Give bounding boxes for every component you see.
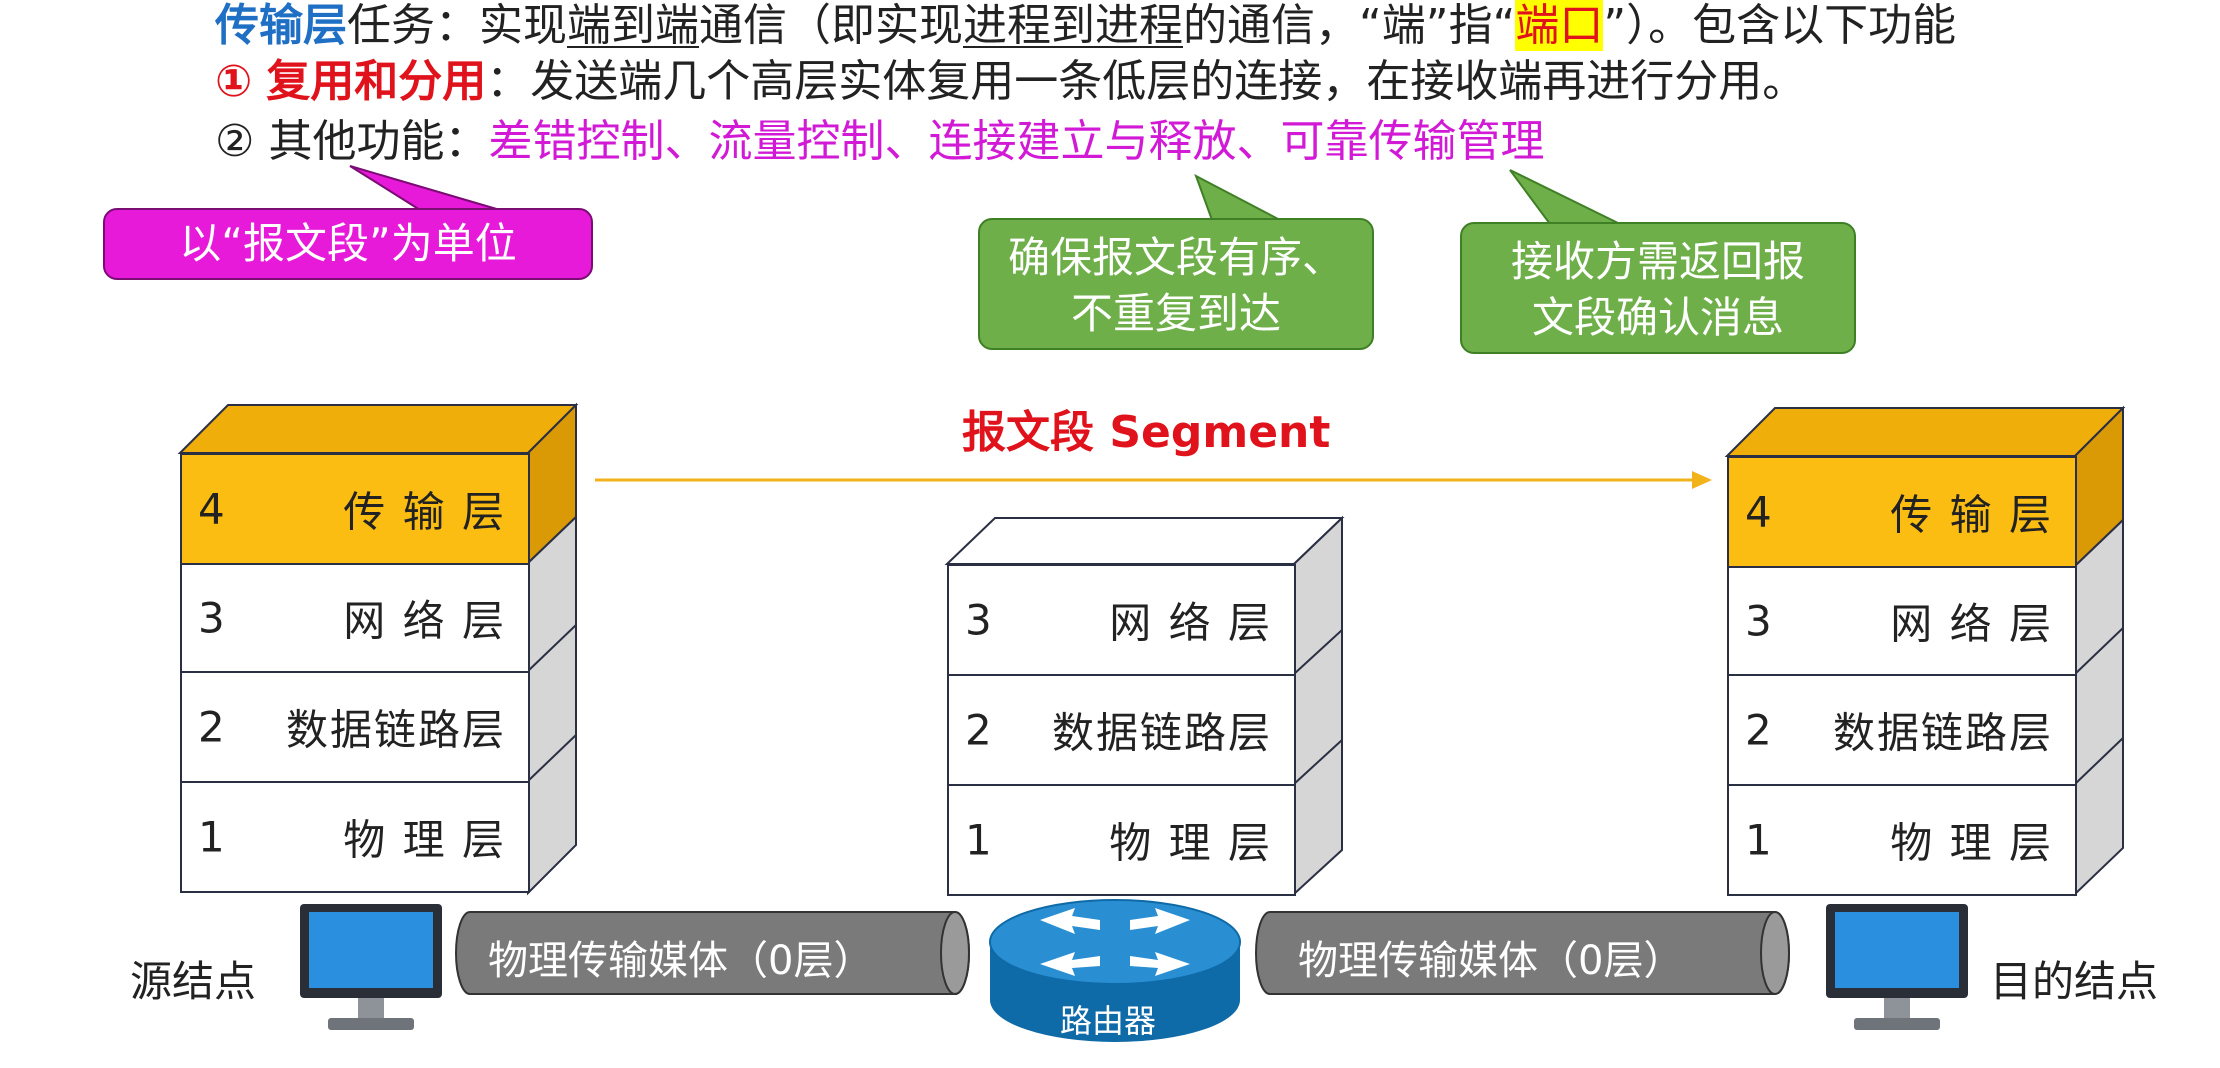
layer-name: 传 输 层 bbox=[343, 487, 506, 537]
layer-number: 3 bbox=[965, 595, 992, 645]
header-line-1: 传输层任务：实现端到端通信（即实现进程到进程的通信，“端”指“端口”）。包含以下… bbox=[215, 0, 1956, 52]
layer-number: 1 bbox=[965, 815, 992, 865]
layer-name: 网 络 层 bbox=[343, 596, 506, 646]
layer-number: 1 bbox=[198, 812, 225, 862]
right-media-tube bbox=[1255, 911, 1790, 995]
layer-number: 4 bbox=[1745, 487, 1772, 537]
layer-name: 数据链路层 bbox=[285, 705, 506, 755]
source-layer-4: 4 传 输 层 bbox=[180, 453, 530, 565]
task-text-4: ”）。包含以下功能 bbox=[1603, 0, 1957, 51]
layer-number: 4 bbox=[198, 484, 225, 534]
layer-number: 3 bbox=[1745, 596, 1772, 646]
layer-name: 网 络 层 bbox=[1890, 599, 2053, 649]
layer-name: 物 理 层 bbox=[1890, 818, 2053, 868]
other-functions-list: 差错控制、流量控制、连接建立与释放、可靠传输管理 bbox=[488, 116, 1545, 167]
dest-layer-2: 2 数据链路层 bbox=[1727, 674, 2077, 786]
source-layer-3: 3 网 络 层 bbox=[180, 563, 530, 673]
source-layer-1: 1 物 理 层 bbox=[180, 781, 530, 893]
layer-name: 数据链路层 bbox=[1051, 708, 1272, 758]
callout-ack: 接收方需返回报文段确认消息 bbox=[1460, 222, 1856, 354]
router-label: 路由器 bbox=[1060, 1002, 1157, 1040]
source-computer-icon bbox=[300, 904, 442, 1030]
layer-number: 2 bbox=[965, 705, 992, 755]
layer-name: 传 输 层 bbox=[1890, 490, 2053, 540]
layer-name: 物 理 层 bbox=[1109, 818, 1272, 868]
mux-demux-text: ：发送端几个高层实体复用一条低层的连接，在接收端再进行分用。 bbox=[486, 56, 1807, 107]
source-layer-2: 2 数据链路层 bbox=[180, 671, 530, 783]
router-layer-1: 1 物 理 层 bbox=[947, 784, 1296, 896]
left-media-label: 物理传输媒体（0层） bbox=[488, 938, 874, 984]
task-text-2: 通信（即实现 bbox=[699, 0, 963, 51]
router-layer-2: 2 数据链路层 bbox=[947, 674, 1296, 786]
mux-demux-title: 复用和分用 bbox=[266, 56, 487, 107]
left-media-tube bbox=[455, 911, 970, 995]
callout-ordered-line1: 确保报文段有序、 bbox=[1007, 233, 1344, 282]
layer-number: 3 bbox=[198, 593, 225, 643]
dest-computer-icon bbox=[1826, 904, 1968, 1030]
layer-number: 2 bbox=[198, 702, 225, 752]
port-term: 端口 bbox=[1515, 0, 1604, 51]
dest-layer-3: 3 网 络 层 bbox=[1727, 566, 2077, 676]
right-media-label: 物理传输媒体（0层） bbox=[1298, 938, 1684, 984]
item-2-number: ② bbox=[215, 116, 255, 167]
layer-number: 2 bbox=[1745, 705, 1772, 755]
end-to-end-term: 端到端 bbox=[567, 0, 699, 51]
callout-segment-unit: 以“报文段”为单位 bbox=[103, 208, 593, 280]
callout-segment-unit-text: 以“报文段”为单位 bbox=[179, 219, 517, 268]
header-line-3: ② 其他功能：差错控制、流量控制、连接建立与释放、可靠传输管理 bbox=[215, 116, 1544, 168]
task-text-1: 任务：实现 bbox=[347, 0, 567, 51]
callout-ack-line2: 文段确认消息 bbox=[1531, 293, 1784, 342]
layer-name: 数据链路层 bbox=[1832, 708, 2053, 758]
layer-number: 1 bbox=[1745, 815, 1772, 865]
transport-layer-title: 传输层 bbox=[215, 0, 347, 51]
callout-ack-line1: 接收方需返回报 bbox=[1510, 237, 1805, 286]
dest-layer-1: 1 物 理 层 bbox=[1727, 784, 2077, 896]
item-1-number: ① bbox=[215, 56, 253, 107]
task-text-3: 的通信，“端”指“ bbox=[1183, 0, 1516, 51]
router-layer-3: 3 网 络 层 bbox=[947, 564, 1296, 676]
callout-ordered-line2: 不重复到达 bbox=[1070, 289, 1281, 338]
process-to-process-term: 进程到进程 bbox=[963, 0, 1183, 51]
layer-name: 网 络 层 bbox=[1109, 598, 1272, 648]
segment-label: 报文段 Segment bbox=[962, 407, 1331, 458]
dest-node-label: 目的结点 bbox=[1990, 957, 2159, 1006]
layer-name: 物 理 层 bbox=[343, 815, 506, 865]
other-functions-label: 其他功能： bbox=[268, 116, 489, 167]
router-icon bbox=[989, 899, 1241, 1042]
header-line-2: ① 复用和分用：发送端几个高层实体复用一条低层的连接，在接收端再进行分用。 bbox=[215, 56, 1806, 108]
source-node-label: 源结点 bbox=[130, 957, 257, 1006]
callout-ordered-delivery: 确保报文段有序、不重复到达 bbox=[978, 218, 1374, 350]
dest-layer-4: 4 传 输 层 bbox=[1727, 456, 2077, 568]
